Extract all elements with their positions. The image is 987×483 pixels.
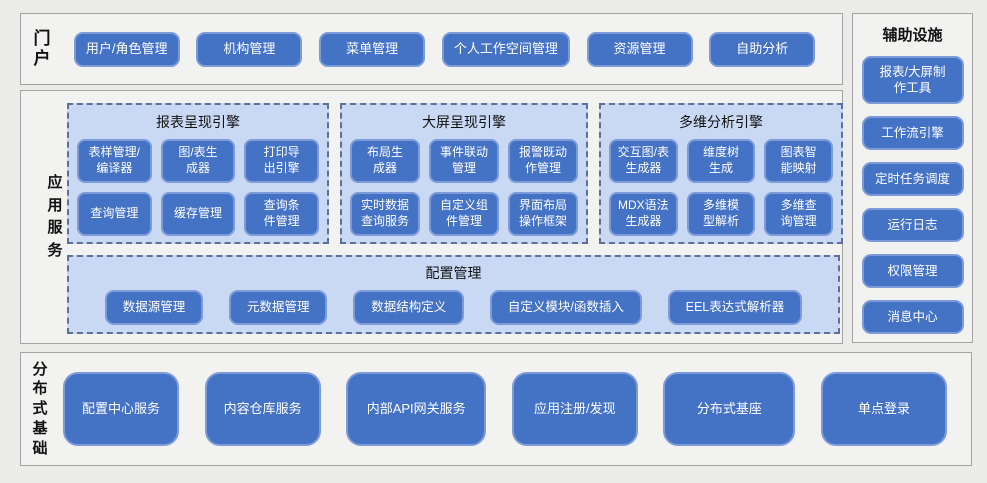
- portal-section-label: 门户: [33, 28, 51, 68]
- engine-button-alarm-action-mgmt[interactable]: 报警既动 作管理: [508, 139, 578, 183]
- app-services-section: 应用服务 报表呈现引擎 表样管理/ 编译器 图/表生 成器 打印导 出引擎 查询…: [20, 90, 843, 344]
- portal-button-menu-mgmt[interactable]: 菜单管理: [319, 31, 426, 67]
- engine-button-chart-smart-mapping[interactable]: 图表智 能映射: [764, 139, 833, 183]
- aux-button-permission-mgmt[interactable]: 权限管理: [861, 254, 964, 288]
- foundation-button-config-center-service[interactable]: 配置中心服务: [63, 372, 179, 446]
- foundation-button-internal-api-gateway-service[interactable]: 内部API网关服务: [346, 372, 487, 446]
- distributed-foundation-label: 分布式基础: [32, 360, 48, 457]
- engine-button-query-mgmt[interactable]: 查询管理: [77, 192, 152, 236]
- config-button-custom-module-function-insert[interactable]: 自定义模块/函数插入: [489, 290, 642, 325]
- bigscreen-render-engine-title: 大屏呈现引擎: [422, 114, 506, 130]
- engine-button-cache-mgmt[interactable]: 缓存管理: [160, 192, 236, 236]
- auxiliary-buttons-column: 报表/大屏制 作工具 工作流引擎 定时任务调度 运行日志 权限管理 消息中心: [861, 56, 964, 334]
- engine-button-chart-table-generator[interactable]: 图/表生 成器: [160, 139, 236, 183]
- foundation-buttons-row: 配置中心服务 内容仓库服务 内部API网关服务 应用注册/发现 分布式基座 单点…: [63, 372, 947, 446]
- engine-button-mdx-syntax-generator[interactable]: MDX语法 生成器: [609, 192, 678, 236]
- report-render-engine-title: 报表呈现引擎: [156, 114, 240, 130]
- config-button-eel-expression-parser[interactable]: EEL表达式解析器: [667, 290, 803, 325]
- engine-button-dimension-tree-generation[interactable]: 维度树 生成: [686, 139, 756, 183]
- bigscreen-render-engine-grid: 布局生 成器 事件联动 管理 报警既动 作管理 实时数据 查询服务 自定义组 件…: [350, 139, 578, 236]
- olap-analysis-engine-block: 多维分析引擎 交互图/表 生成器 维度树 生成 图表智 能映射 MDX语法 生成…: [599, 103, 843, 244]
- config-mgmt-block: 配置管理 数据源管理 元数据管理 数据结构定义 自定义模块/函数插入 EEL表达…: [67, 255, 840, 334]
- distributed-foundation-section: 分布式基础 配置中心服务 内容仓库服务 内部API网关服务 应用注册/发现 分布…: [20, 352, 972, 466]
- engine-button-style-mgmt-compiler[interactable]: 表样管理/ 编译器: [77, 139, 152, 183]
- auxiliary-facilities-title: 辅助设施: [882, 27, 943, 44]
- engine-button-event-linkage-mgmt[interactable]: 事件联动 管理: [429, 139, 499, 183]
- foundation-button-single-sign-on[interactable]: 单点登录: [820, 372, 947, 446]
- portal-button-personal-workspace-mgmt[interactable]: 个人工作空间管理: [441, 31, 570, 67]
- config-buttons-row: 数据源管理 元数据管理 数据结构定义 自定义模块/函数插入 EEL表达式解析器: [79, 290, 828, 325]
- portal-button-self-service-analysis[interactable]: 自助分析: [709, 31, 816, 67]
- portal-buttons-row: 用户/角色管理 机构管理 菜单管理 个人工作空间管理 资源管理 自助分析: [57, 31, 832, 67]
- engine-blocks-row: 报表呈现引擎 表样管理/ 编译器 图/表生 成器 打印导 出引擎 查询管理 缓存…: [67, 103, 843, 244]
- aux-button-message-center[interactable]: 消息中心: [861, 300, 964, 334]
- engine-button-custom-component-mgmt[interactable]: 自定义组 件管理: [429, 192, 499, 236]
- engine-button-ui-layout-framework[interactable]: 界面布局 操作框架: [508, 192, 578, 236]
- portal-button-resource-mgmt[interactable]: 资源管理: [586, 31, 693, 67]
- bigscreen-render-engine-block: 大屏呈现引擎 布局生 成器 事件联动 管理 报警既动 作管理 实时数据 查询服务…: [340, 103, 588, 244]
- config-button-datasource-mgmt[interactable]: 数据源管理: [104, 290, 204, 325]
- auxiliary-facilities-section: 辅助设施 报表/大屏制 作工具 工作流引擎 定时任务调度 运行日志 权限管理 消…: [852, 13, 973, 343]
- portal-section: 门户 用户/角色管理 机构管理 菜单管理 个人工作空间管理 资源管理 自助分析: [20, 13, 843, 85]
- config-button-data-structure-definition[interactable]: 数据结构定义: [353, 290, 465, 325]
- engine-button-print-export-engine[interactable]: 打印导 出引擎: [244, 139, 319, 183]
- foundation-button-app-registration-discovery[interactable]: 应用注册/发现: [511, 372, 638, 446]
- engine-button-layout-generator[interactable]: 布局生 成器: [350, 139, 420, 183]
- config-button-metadata-mgmt[interactable]: 元数据管理: [228, 290, 328, 325]
- engine-button-interactive-chart-generator[interactable]: 交互图/表 生成器: [609, 139, 678, 183]
- app-services-section-label: 应用服务: [47, 174, 63, 259]
- aux-button-scheduled-task-dispatch[interactable]: 定时任务调度: [861, 162, 964, 196]
- portal-button-user-role-mgmt[interactable]: 用户/角色管理: [73, 31, 180, 67]
- aux-button-workflow-engine[interactable]: 工作流引擎: [861, 116, 964, 150]
- engine-button-multidim-query-mgmt[interactable]: 多维查 询管理: [764, 192, 833, 236]
- portal-button-org-mgmt[interactable]: 机构管理: [196, 31, 303, 67]
- aux-button-report-bigscreen-authoring-tool[interactable]: 报表/大屏制 作工具: [861, 56, 964, 104]
- engine-button-realtime-data-query-service[interactable]: 实时数据 查询服务: [350, 192, 420, 236]
- engine-button-query-condition-mgmt[interactable]: 查询条 件管理: [244, 192, 319, 236]
- foundation-button-content-repo-service[interactable]: 内容仓库服务: [204, 372, 321, 446]
- aux-button-run-log[interactable]: 运行日志: [861, 208, 964, 242]
- foundation-button-distributed-base[interactable]: 分布式基座: [663, 372, 796, 446]
- report-render-engine-grid: 表样管理/ 编译器 图/表生 成器 打印导 出引擎 查询管理 缓存管理 查询条 …: [77, 139, 319, 236]
- report-render-engine-block: 报表呈现引擎 表样管理/ 编译器 图/表生 成器 打印导 出引擎 查询管理 缓存…: [67, 103, 329, 244]
- olap-analysis-engine-title: 多维分析引擎: [679, 114, 763, 130]
- olap-analysis-engine-grid: 交互图/表 生成器 维度树 生成 图表智 能映射 MDX语法 生成器 多维模 型…: [609, 139, 833, 236]
- config-mgmt-title: 配置管理: [425, 265, 482, 281]
- engine-button-multidim-model-parsing[interactable]: 多维模 型解析: [686, 192, 756, 236]
